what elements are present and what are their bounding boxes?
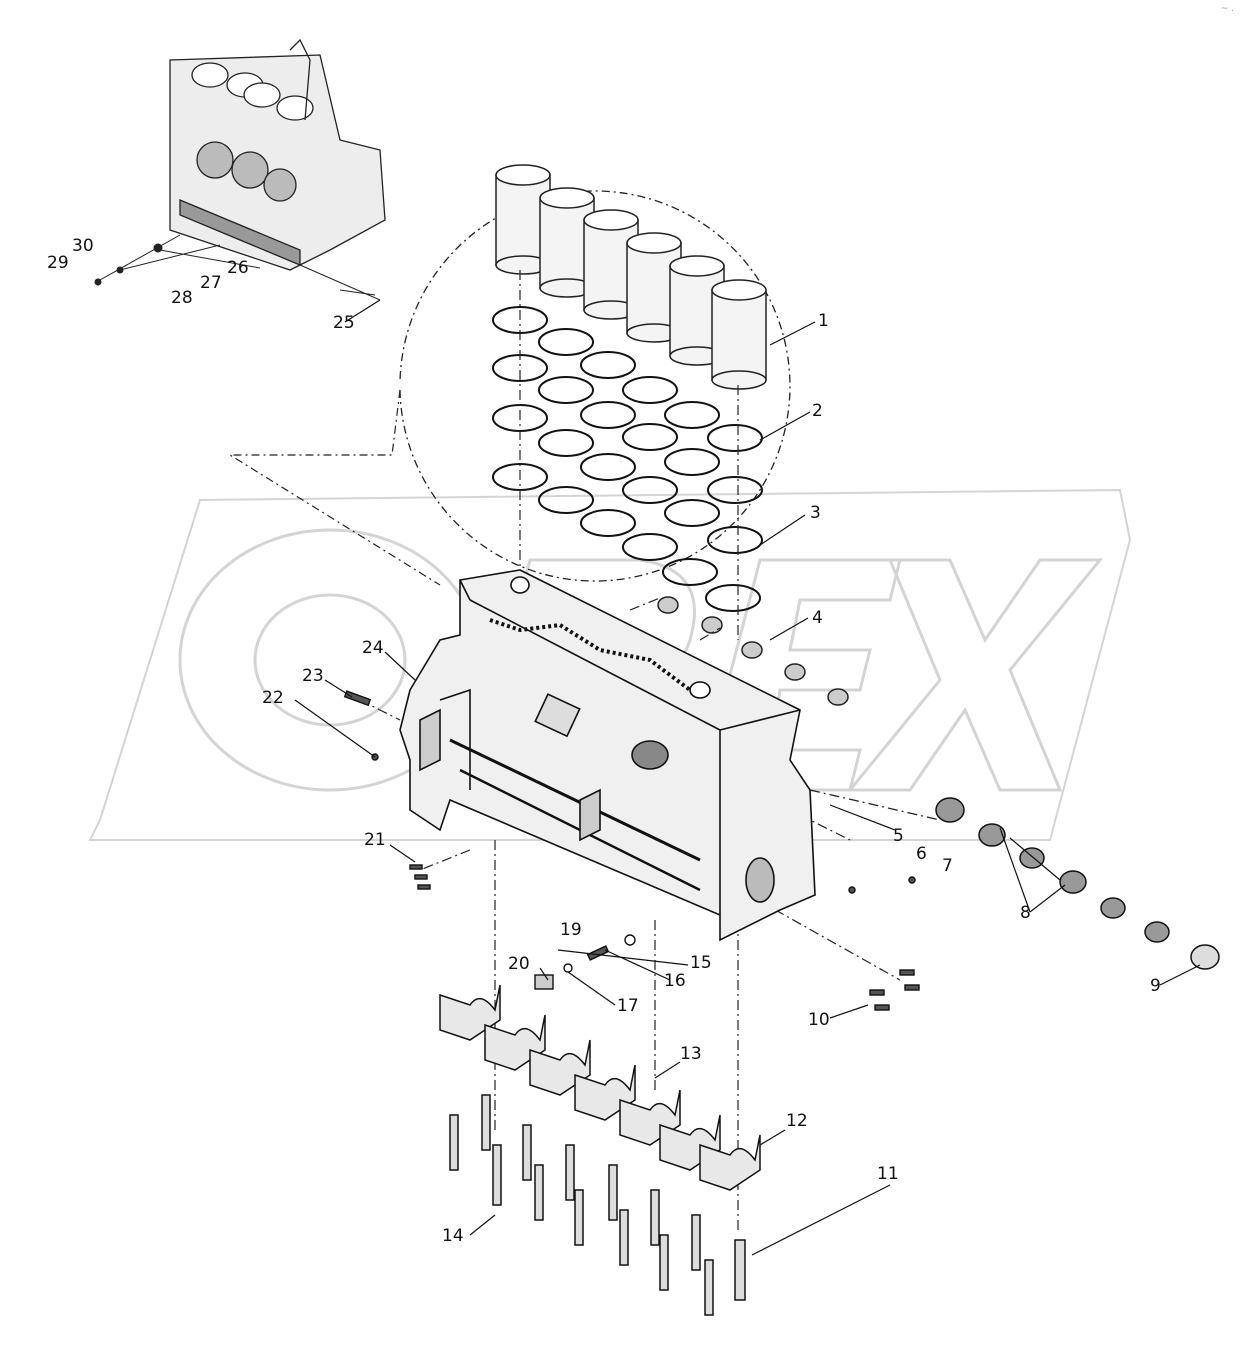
callout-5: 5 [893,826,904,846]
callout-4: 4 [812,608,823,628]
callout-19: 19 [560,920,582,940]
expansion-plugs [935,797,1220,970]
callout-3: 3 [810,503,821,523]
callout-24: 24 [362,638,384,658]
callout-21: 21 [364,830,386,850]
liner [711,279,767,390]
assembly-lines [359,270,941,1230]
callout-17: 17 [617,996,639,1016]
callout-14: 14 [442,1226,464,1246]
o-rings [492,306,763,612]
callout-2: 2 [812,401,823,421]
callout-16: 16 [664,971,686,991]
callout-13: 13 [680,1044,702,1064]
engine-block [399,569,816,942]
callout-30: 30 [72,236,94,256]
callout-22: 22 [262,688,284,708]
callout-20: 20 [508,954,530,974]
callout-11: 11 [877,1164,899,1184]
main-bearing-bolts [449,1094,746,1316]
inset-detail-circle [94,38,791,586]
callout-1: 1 [818,311,829,331]
callout-23: 23 [302,666,324,686]
callout-29: 29 [47,253,69,273]
callout-8: 8 [1020,903,1031,923]
corner-mark: ~ . [1220,4,1234,14]
cylinder-liners [495,164,767,390]
callout-27: 27 [200,273,222,293]
callout-9: 9 [1150,976,1161,996]
inset-engine-block [169,38,386,271]
callout-12: 12 [786,1111,808,1131]
callout-28: 28 [171,288,193,308]
callout-6: 6 [916,844,927,864]
leader-lines [294,299,1201,1256]
callout-10: 10 [808,1010,830,1030]
callout-15: 15 [690,953,712,973]
bearing-caps [439,984,761,1191]
plugs [657,596,849,706]
callout-26: 26 [227,258,249,278]
small-parts [343,690,920,1011]
callout-7: 7 [942,856,953,876]
callout-25: 25 [333,313,355,333]
